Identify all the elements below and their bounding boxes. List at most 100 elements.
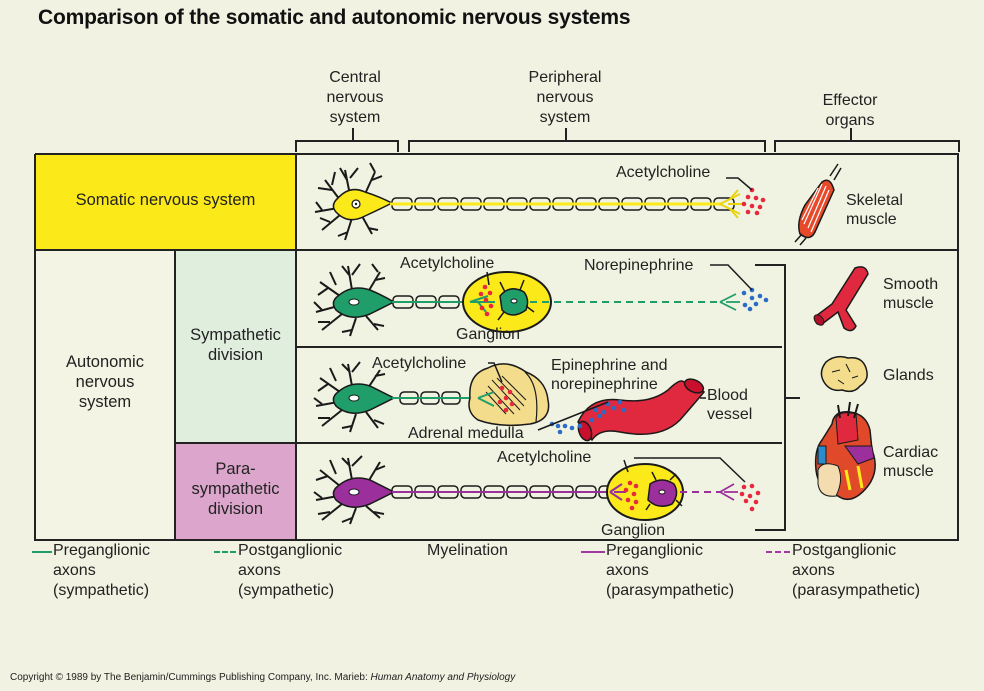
label-line: Cardiac xyxy=(883,444,939,461)
molecule-dot xyxy=(633,499,639,505)
molecule-dot xyxy=(747,306,753,312)
row-label-sympathetic-division: Sympathetic division xyxy=(175,325,296,365)
sympathetic-neuron-2 xyxy=(313,361,396,433)
header-line: Central xyxy=(329,69,381,86)
parasympathetic-ganglion-label: Ganglion xyxy=(601,522,666,539)
legend-line: (parasympathetic) xyxy=(792,582,921,599)
molecule-dot xyxy=(739,491,745,497)
molecule-dot xyxy=(757,204,763,210)
label-line: Sympathetic xyxy=(190,326,281,344)
skeletal-muscle-icon xyxy=(794,163,842,246)
legend-parasympathetic-preganglionic: Preganglionic axons (parasympathetic) xyxy=(581,541,734,601)
legend-line: axons xyxy=(53,562,96,579)
label-line: division xyxy=(207,500,264,518)
row-label-autonomic-nervous-system: Autonomic nervous system xyxy=(35,352,175,412)
header-line: nervous xyxy=(536,89,594,106)
molecule-dot xyxy=(478,291,484,297)
molecule-dot xyxy=(633,483,639,489)
legend-solid-line-icon xyxy=(581,551,605,553)
label-line: Epinephrine and xyxy=(551,357,668,374)
molecule-dot xyxy=(623,487,629,493)
molecule-dot xyxy=(597,413,603,419)
molecule-dot xyxy=(749,203,755,209)
molecule-dot xyxy=(569,425,575,431)
sympathetic-neuron-1 xyxy=(313,263,396,337)
molecule-dot xyxy=(749,483,755,489)
legend-line: Preganglionic xyxy=(53,542,150,559)
copyright-notice: Copyright © 1989 by The Benjamin/Cumming… xyxy=(10,672,515,683)
label-line: Smooth xyxy=(883,276,939,293)
molecule-dot xyxy=(601,409,607,415)
molecule-dot xyxy=(482,284,488,290)
legend-line: (parasympathetic) xyxy=(606,582,735,599)
label-line: Autonomic xyxy=(66,353,144,371)
label-line: Para- xyxy=(215,460,256,478)
label-line: system xyxy=(78,393,132,411)
header-line: system xyxy=(329,109,381,126)
legend-myelination: Myelination xyxy=(427,541,508,561)
molecule-dot xyxy=(763,297,769,303)
epinephrine-norepinephrine-label: Epinephrine and norepinephrine xyxy=(551,356,668,394)
somatic-myelinated-axon xyxy=(390,189,742,219)
label-line: sympathetic xyxy=(191,480,280,498)
parasympathetic-ganglion xyxy=(606,463,684,521)
adrenal-acetylcholine-label: Acetylcholine xyxy=(372,355,467,372)
legend-line: Preganglionic xyxy=(606,542,703,559)
label-line: norepinephrine xyxy=(551,376,658,393)
molecule-dot xyxy=(483,297,489,303)
molecule-dot xyxy=(562,423,568,429)
legend-line: Postganglionic xyxy=(792,542,897,559)
blood-vessel-label: Blood vessel xyxy=(707,386,752,424)
parasympathetic-cell-bg xyxy=(175,443,296,540)
molecule-dot xyxy=(503,395,509,401)
molecule-dot xyxy=(555,423,561,429)
label-line: muscle xyxy=(883,463,934,480)
molecule-dot xyxy=(757,293,763,299)
somatic-neuron xyxy=(314,162,394,241)
sympathetic-ganglion-label: Ganglion xyxy=(456,326,521,343)
molecule-dot xyxy=(754,210,760,216)
parasympathetic-acetylcholine-label: Acetylcholine xyxy=(497,449,592,466)
molecule-dot xyxy=(629,505,635,511)
legend-line: axons xyxy=(792,562,835,579)
label-line: nervous xyxy=(75,373,135,391)
bracket-peripheral xyxy=(408,140,766,152)
sympathetic-acetylcholine-label: Acetylcholine xyxy=(400,255,495,272)
molecule-dot xyxy=(484,311,490,317)
cardiac-muscle-label: Cardiac muscle xyxy=(883,443,938,481)
molecule-dot xyxy=(753,195,759,201)
bracket-effector xyxy=(774,140,960,152)
legend-line: axons xyxy=(606,562,649,579)
heart-icon xyxy=(814,401,876,501)
book-title: Human Anatomy and Physiology xyxy=(370,672,516,683)
parasympathetic-neuron xyxy=(313,455,396,525)
parasympathetic-acetylcholine-molecules xyxy=(739,483,761,512)
molecule-dot xyxy=(745,209,751,215)
molecule-dot xyxy=(749,506,755,512)
label-line: Skeletal xyxy=(846,192,903,209)
molecule-dot xyxy=(753,499,759,505)
legend-sympathetic-postganglionic: Postganglionic axons (sympathetic) xyxy=(214,541,342,601)
smooth-muscle-label: Smooth muscle xyxy=(883,275,938,313)
molecule-dot xyxy=(627,480,633,486)
page-title: Comparison of the somatic and autonomic … xyxy=(38,6,631,29)
smooth-muscle-icon xyxy=(813,266,869,332)
glands-label: Glands xyxy=(883,367,934,384)
molecule-dot xyxy=(557,429,563,435)
adrenal-medulla-label: Adrenal medulla xyxy=(408,425,524,442)
molecule-dot xyxy=(749,295,755,301)
molecule-dot xyxy=(507,389,513,395)
row-label-parasympathetic-division: Para- sympathetic division xyxy=(175,459,296,519)
molecule-dot xyxy=(747,493,753,499)
parasympathetic-ganglion-acetylcholine xyxy=(623,480,639,511)
header-central-nervous-system: Central nervous system xyxy=(300,68,410,128)
molecule-dot xyxy=(487,290,493,296)
molecule-dot xyxy=(760,197,766,203)
adrenal-acetylcholine xyxy=(497,385,515,413)
header-brackets xyxy=(295,128,960,152)
somatic-acetylcholine-molecules xyxy=(741,187,766,216)
somatic-cell-bg xyxy=(35,154,296,250)
molecule-dot xyxy=(742,302,748,308)
label-line: muscle xyxy=(846,211,897,228)
legend-line: Postganglionic xyxy=(238,542,343,559)
